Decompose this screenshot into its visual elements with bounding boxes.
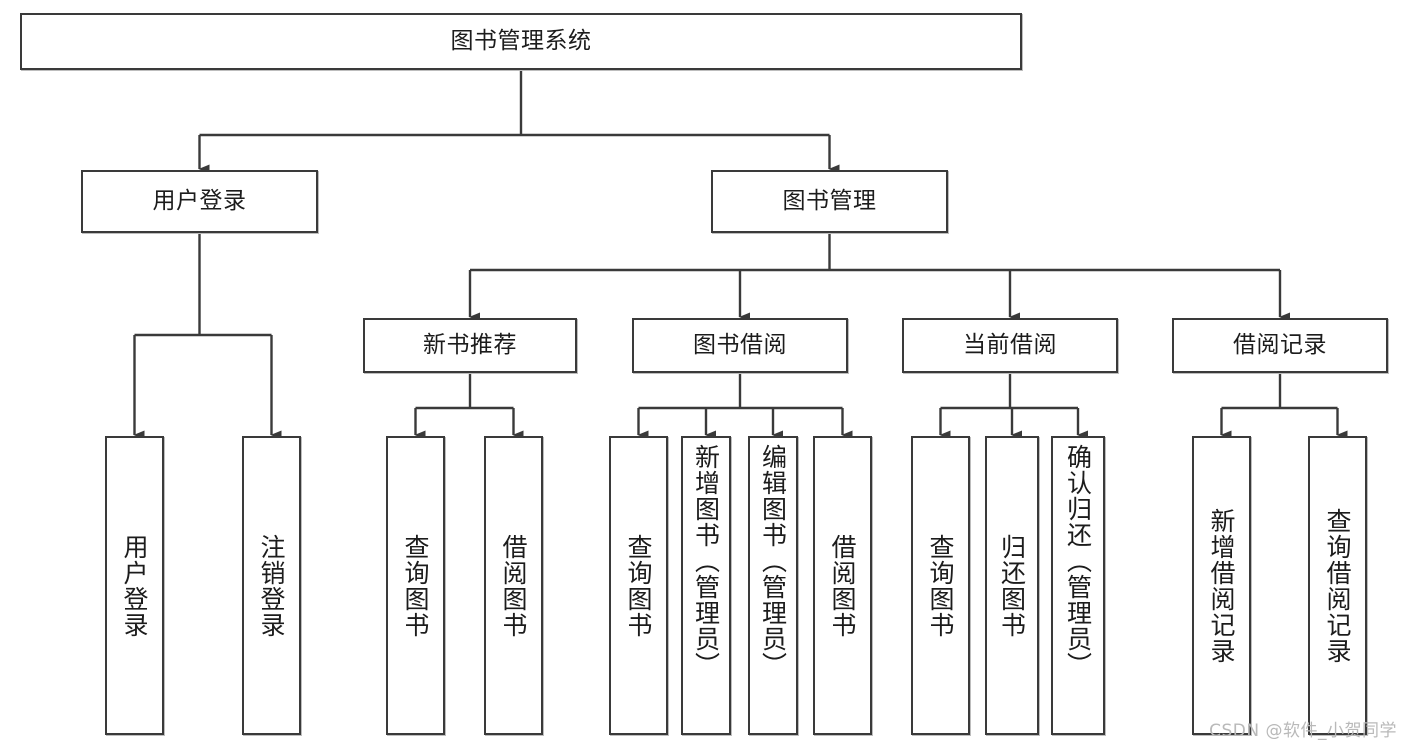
node-label: 图书借阅 — [693, 332, 787, 359]
node-leaf-confirm-return[interactable]: 确认归还（管理员） — [1051, 436, 1105, 735]
node-leaf-edit-book[interactable]: 编辑图书（管理员） — [748, 436, 798, 735]
node-label: 查询借阅记录 — [1323, 507, 1352, 664]
node-leaf-add-book[interactable]: 新增图书（管理员） — [681, 436, 731, 735]
node-leaf-query-book-1[interactable]: 查询图书 — [386, 436, 445, 735]
node-leaf-add-record[interactable]: 新增借阅记录 — [1192, 436, 1251, 735]
node-label: 当前借阅 — [963, 332, 1057, 359]
csdn-watermark: CSDN @软件_小贺同学 — [1209, 721, 1397, 741]
node-label: 新书推荐 — [423, 332, 517, 359]
node-label: 查询图书 — [401, 533, 430, 638]
node-label: 借阅图书 — [499, 533, 528, 638]
node-book-manage[interactable]: 图书管理 — [711, 170, 948, 233]
node-book-borrow[interactable]: 图书借阅 — [632, 318, 848, 373]
node-user-login[interactable]: 用户登录 — [81, 170, 318, 233]
node-leaf-return-book[interactable]: 归还图书 — [985, 436, 1039, 735]
node-label: 图书管理系统 — [450, 28, 592, 55]
node-leaf-query-book-2[interactable]: 查询图书 — [609, 436, 668, 735]
node-label: 编辑图书（管理员） — [758, 444, 788, 678]
node-leaf-borrow-book-2[interactable]: 借阅图书 — [813, 436, 872, 735]
node-label: 查询图书 — [926, 533, 955, 638]
node-label: 新增图书（管理员） — [691, 444, 721, 678]
node-label: 注销登录 — [257, 533, 286, 638]
node-label: 新增借阅记录 — [1207, 507, 1236, 664]
node-label: 图书管理 — [782, 188, 877, 215]
node-new-book-rec[interactable]: 新书推荐 — [363, 318, 577, 373]
node-label: 用户登录 — [120, 533, 149, 638]
node-leaf-user-login[interactable]: 用户登录 — [105, 436, 164, 735]
node-leaf-query-record[interactable]: 查询借阅记录 — [1308, 436, 1367, 735]
node-current-borrow[interactable]: 当前借阅 — [902, 318, 1118, 373]
node-leaf-query-book-3[interactable]: 查询图书 — [911, 436, 970, 735]
node-label: 确认归还（管理员） — [1063, 444, 1093, 678]
node-borrow-record[interactable]: 借阅记录 — [1172, 318, 1388, 373]
node-leaf-borrow-book-1[interactable]: 借阅图书 — [484, 436, 543, 735]
node-label: 归还图书 — [997, 533, 1027, 638]
node-label: 借阅图书 — [828, 533, 857, 638]
node-label: 用户登录 — [152, 188, 247, 215]
node-leaf-logout[interactable]: 注销登录 — [242, 436, 301, 735]
node-label: 查询图书 — [624, 533, 653, 638]
node-label: 借阅记录 — [1233, 332, 1327, 359]
node-root[interactable]: 图书管理系统 — [20, 13, 1022, 70]
